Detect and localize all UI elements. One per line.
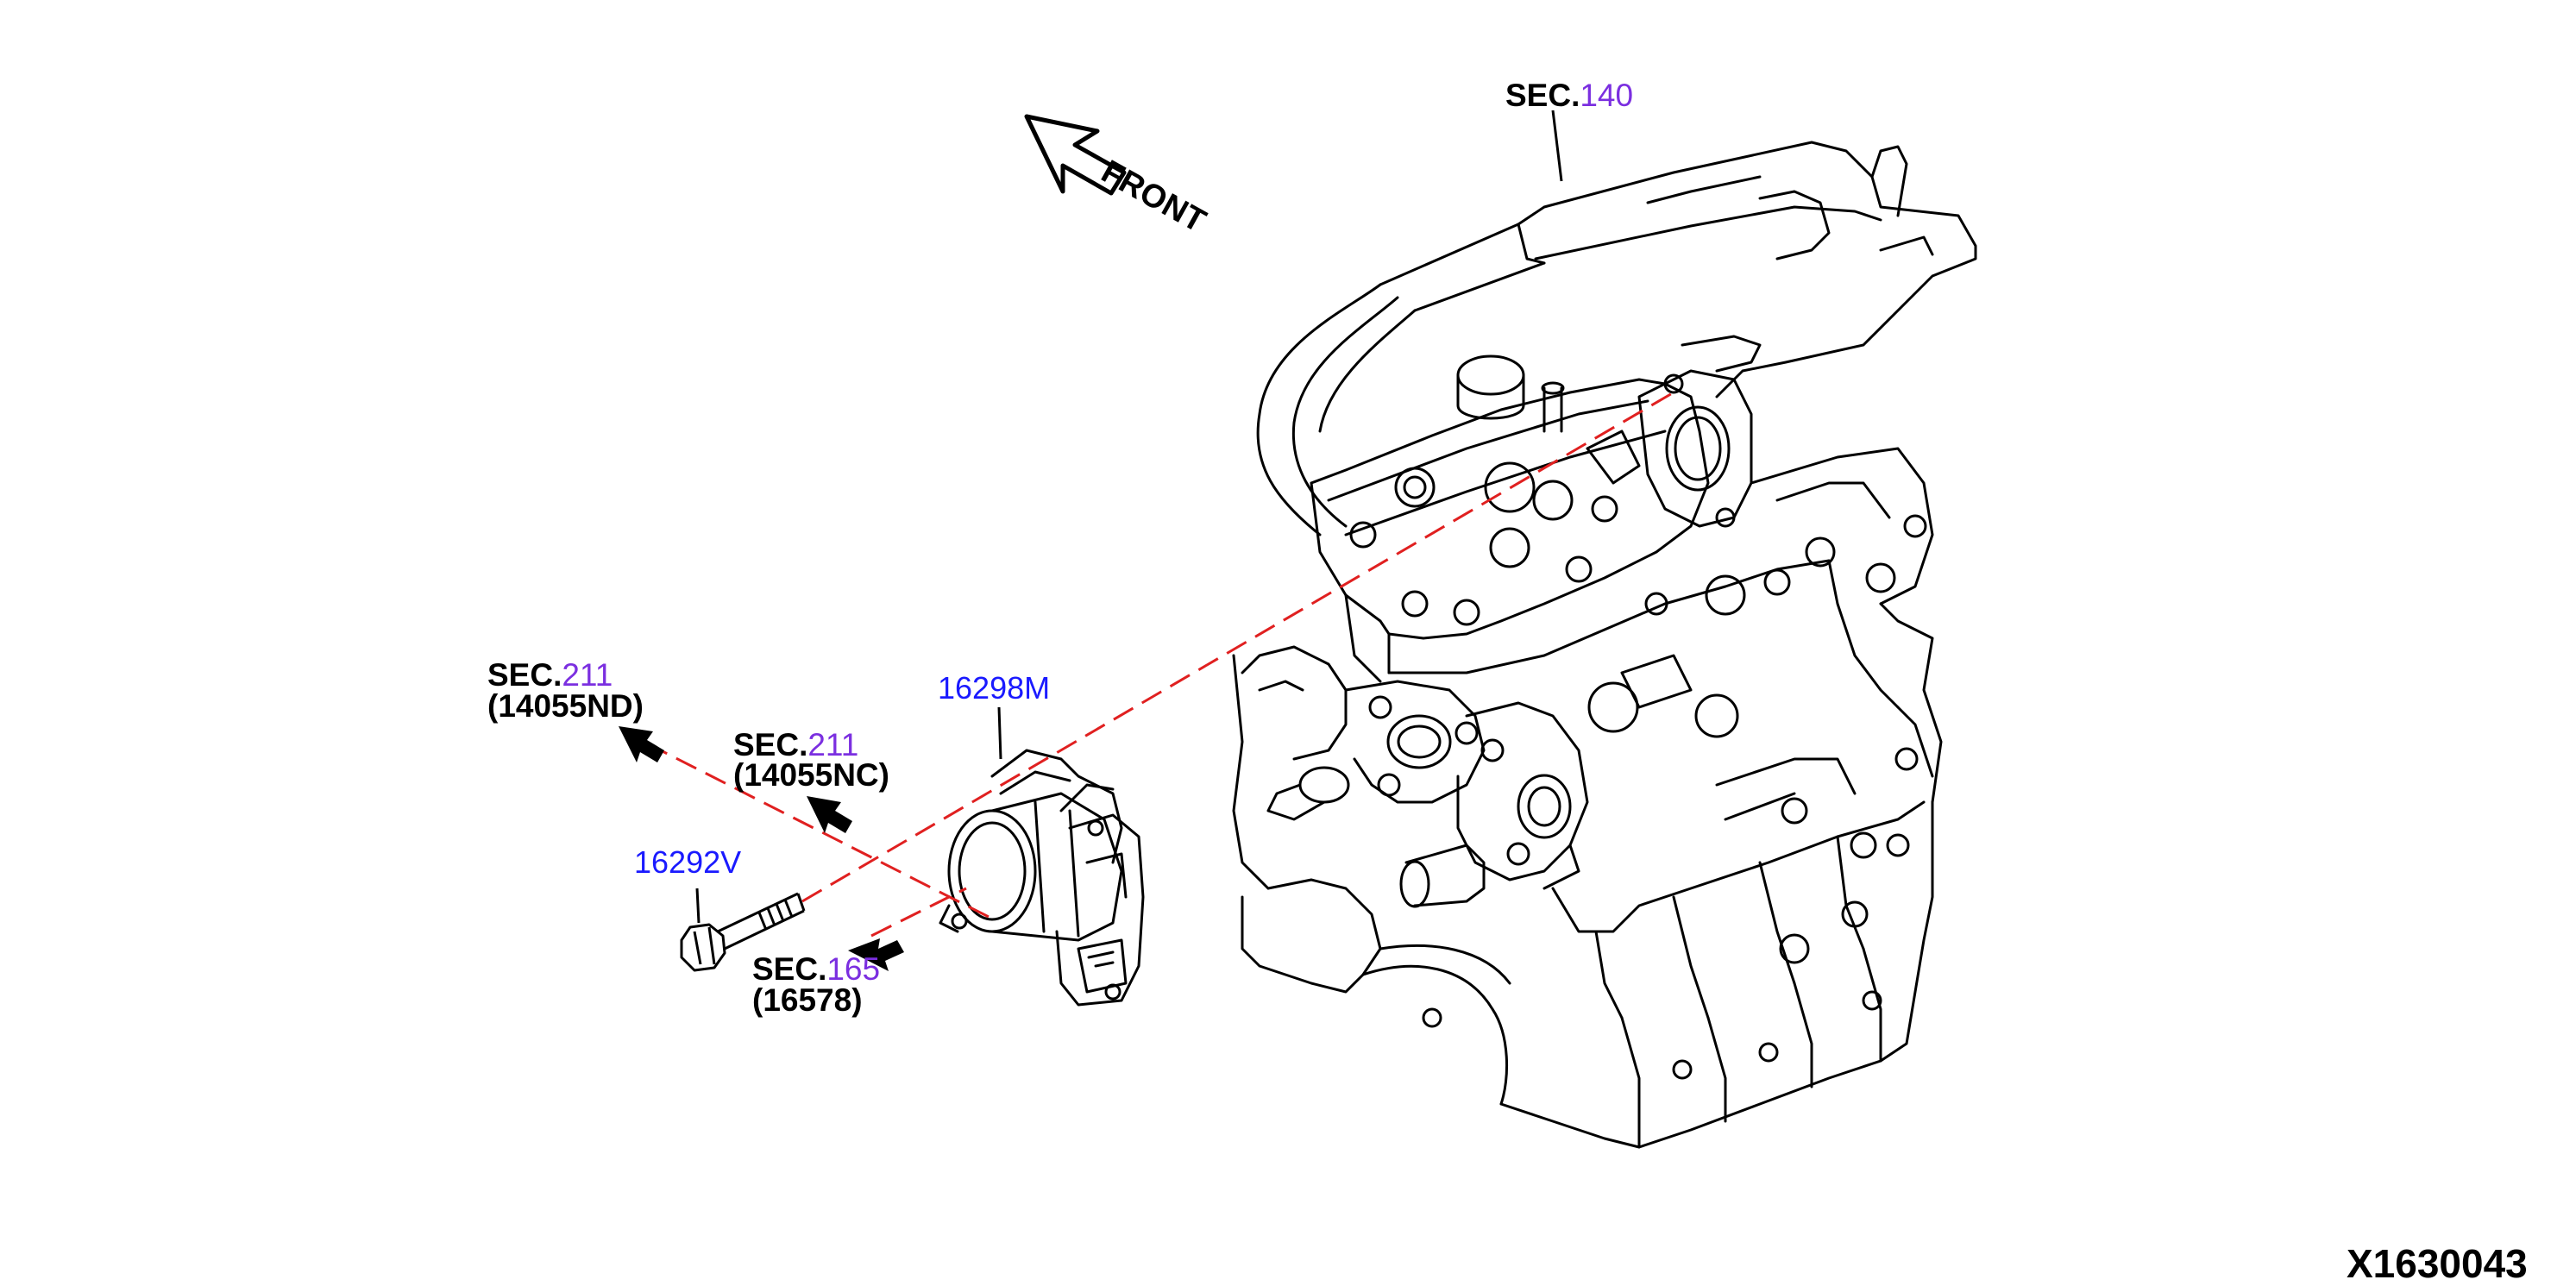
arrow-icon [848,938,904,971]
diagram-id: X1630043 [2347,1241,2528,1286]
section-prefix: SEC. [1505,78,1580,113]
section-label-165[interactable]: SEC.165 [752,953,880,985]
direction-arrows [619,726,904,971]
guide-lines [646,391,1674,938]
part-number-16292v[interactable]: 16292V [634,844,742,880]
section-label-211-nd[interactable]: SEC.211 [487,659,613,691]
arrow-icon [619,726,664,762]
section-label-211-nc[interactable]: SEC.211 [733,729,858,761]
section-sub-14055nd: (14055ND) [487,688,644,724]
section-sub-14055nc: (14055NC) [733,757,889,793]
bolt-icon [680,892,806,972]
leader-lines [695,110,1563,924]
front-arrow-icon [1024,114,1127,196]
section-prefix: SEC. [733,727,808,762]
section-number: 140 [1580,78,1634,113]
section-sub-16578: (16578) [752,982,863,1018]
part-number-16298m[interactable]: 16298M [938,670,1051,706]
section-prefix: SEC. [752,951,827,987]
section-number: 211 [562,657,613,693]
arrow-icon [807,796,852,833]
section-number: 165 [826,951,881,987]
section-prefix: SEC. [487,657,562,693]
section-number: 211 [807,727,859,762]
section-label-140[interactable]: SEC.140 [1505,79,1633,111]
throttle-body [939,749,1145,1007]
engine-assembly [1232,141,1977,1149]
